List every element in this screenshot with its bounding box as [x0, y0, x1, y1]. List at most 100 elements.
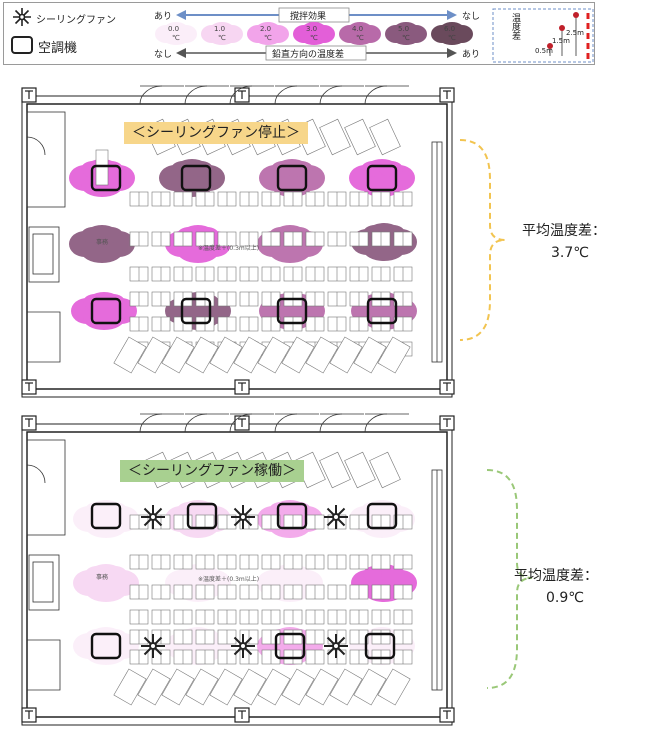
- measurement-height-diagram: [492, 8, 594, 63]
- air-conditioner-icon: [276, 297, 308, 325]
- height-vertical-label: 温度差: [510, 13, 520, 40]
- column-marker: [439, 415, 455, 431]
- panel-title: ＜シーリングファン稼働＞: [120, 460, 304, 482]
- scale-value: 5.0: [398, 25, 410, 33]
- column-marker: [234, 87, 250, 103]
- ceiling-fan-icon: [324, 505, 348, 529]
- ceiling-fan-icon: [231, 634, 255, 658]
- right-wall-detail: [431, 469, 443, 691]
- center-note: ※温度差＋(0.3m以上): [198, 245, 260, 252]
- average-temp-diff-value: 0.9℃: [546, 590, 584, 606]
- temperature-blob: [73, 500, 139, 538]
- scale-blob: [155, 22, 197, 45]
- ceiling-fan-icon: [141, 505, 165, 529]
- column-marker: [439, 87, 455, 103]
- left-service-area: [26, 111, 66, 363]
- air-conditioner-icon: [11, 36, 33, 54]
- floor-plan-fan-running: ＜シーリングファン稼働＞ 事務 ※温度差＋(0.3m以上) 平均温度差： 0.9…: [0, 410, 647, 730]
- air-conditioner-icon: [180, 164, 212, 192]
- agitation-title: 撹拌効果: [290, 12, 327, 22]
- air-conditioner-icon: [180, 297, 212, 325]
- panel-title: ＜シーリングファン停止＞: [124, 122, 308, 144]
- air-conditioner-icon: [364, 632, 396, 660]
- air-conditioner-icon: [366, 297, 398, 325]
- column-marker: [234, 415, 250, 431]
- windows: [139, 85, 409, 105]
- column-marker: [21, 707, 37, 723]
- temperature-scale: [155, 22, 473, 45]
- scale-value: 6.0: [444, 25, 456, 33]
- air-conditioners: [90, 164, 398, 325]
- air-conditioners: [90, 502, 398, 660]
- average-bracket: [459, 139, 506, 341]
- agitation-right-label: なし: [462, 12, 481, 22]
- air-conditioner-icon: [90, 164, 122, 192]
- temperature-blob: [259, 159, 325, 197]
- legend: シーリングファン 空調機 あり 撹拌効果 なし なし 鉛直方向の温度差 あり 0…: [3, 2, 595, 65]
- temp-diff-right-label: あり: [462, 50, 481, 60]
- scale-unit: ℃: [172, 34, 180, 42]
- temperature-blob: [73, 627, 139, 665]
- scale-blob: [385, 22, 427, 45]
- floor-plan-drawing: [21, 85, 506, 398]
- agitation-arrow: [176, 7, 457, 23]
- scale-unit: ℃: [448, 34, 456, 42]
- scale-unit: ℃: [264, 34, 272, 42]
- ceiling-fan-icon: [141, 634, 165, 658]
- office-desk-label: 事務: [96, 239, 109, 246]
- column-marker: [21, 87, 37, 103]
- column-marker: [439, 707, 455, 723]
- air-conditioner-icon: [90, 502, 122, 530]
- column-marker: [439, 379, 455, 395]
- temperature-blob: [71, 292, 137, 330]
- left-service-area: [26, 439, 66, 691]
- scale-unit: ℃: [218, 34, 226, 42]
- ceiling-fan-icon: [231, 505, 255, 529]
- scale-value: 1.0: [214, 25, 226, 33]
- column-marker: [21, 379, 37, 395]
- temp-diff-left-label: なし: [154, 50, 173, 60]
- average-temp-diff-value: 3.7℃: [551, 245, 589, 261]
- desk-rows: [129, 191, 413, 357]
- height-label-mid: 1.5m: [552, 37, 570, 45]
- scale-blob: [247, 22, 289, 45]
- scale-blob: [293, 22, 335, 45]
- air-conditioner-icon: [366, 164, 398, 192]
- air-conditioner-icon: [366, 502, 398, 530]
- temperature-blob: [159, 159, 225, 197]
- ceiling-fan-icon: [13, 8, 31, 26]
- fan-legend-label: シーリングファン: [36, 15, 116, 26]
- height-label-high: 2.5m: [566, 29, 584, 37]
- office-desk: [95, 149, 109, 186]
- floor-plan-fan-stopped: ＜シーリングファン停止＞ 事務 ※温度差＋(0.3m以上) 平均温度差： 3.7…: [0, 82, 647, 402]
- scale-value: 0.0: [168, 25, 180, 33]
- temp-diff-title: 鉛直方向の温度差: [272, 50, 345, 60]
- right-wall-detail: [431, 141, 443, 363]
- column-marker: [234, 379, 250, 395]
- agitation-left-label: あり: [154, 12, 173, 22]
- scale-value: 2.0: [260, 25, 272, 33]
- temperature-blob: [349, 159, 415, 197]
- average-bracket: [486, 469, 533, 689]
- scale-blob: [201, 22, 243, 45]
- air-conditioner-icon: [90, 632, 122, 660]
- scale-value: 4.0: [352, 25, 364, 33]
- air-conditioner-icon: [90, 297, 122, 325]
- ac-legend-label: 空調機: [38, 41, 78, 56]
- average-temp-diff-label: 平均温度差：: [522, 223, 606, 239]
- vertical-temp-diff-arrow: [176, 45, 457, 61]
- column-marker: [234, 707, 250, 723]
- floor-plan-drawing: [21, 413, 533, 726]
- windows: [139, 413, 409, 433]
- scale-blob: [431, 22, 473, 45]
- scale-blob: [339, 22, 381, 45]
- ceiling-fan-icon: [324, 634, 348, 658]
- air-conditioner-icon: [276, 502, 308, 530]
- temperature-blob: [69, 225, 135, 263]
- center-note: ※温度差＋(0.3m以上): [198, 576, 260, 583]
- column-marker: [21, 415, 37, 431]
- air-conditioner-icon: [276, 164, 308, 192]
- scale-unit: ℃: [310, 34, 318, 42]
- office-desk-label: 事務: [96, 574, 109, 581]
- air-conditioner-icon: [186, 502, 218, 530]
